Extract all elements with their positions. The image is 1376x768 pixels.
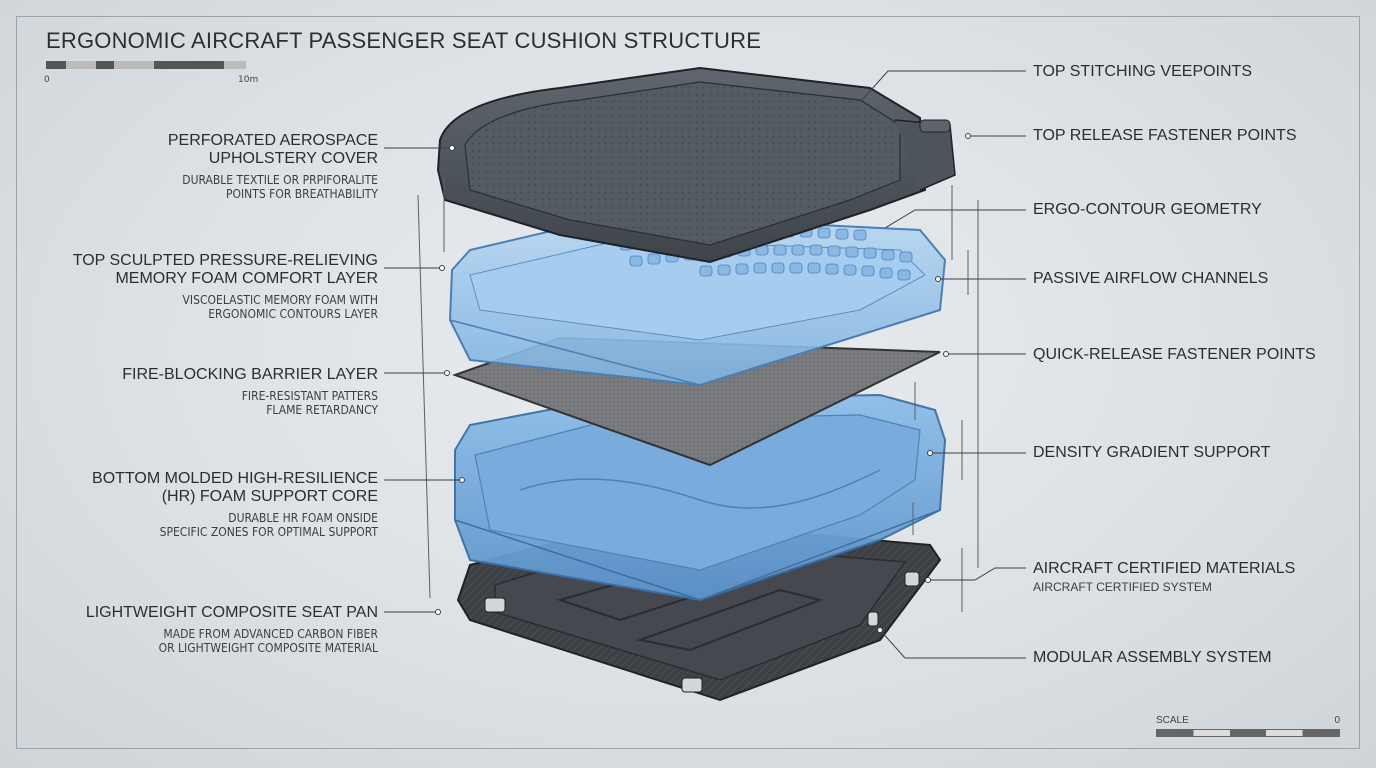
label-top-stitching: TOP STITCHING VEEPOINTS (1033, 63, 1252, 81)
label-line: ERGO-CONTOUR GEOMETRY (1033, 201, 1262, 218)
label-hr-foam: BOTTOM MOLDED HIGH-RESILIENCE(HR) FOAM S… (92, 470, 378, 539)
upholstery-cover (436, 66, 956, 264)
label-sub-line: AIRCRAFT CERTIFIED SYSTEM (1033, 580, 1212, 594)
frame-top-line (16, 16, 1360, 17)
left-leader-dots (435, 145, 465, 615)
label-modular-assembly: MODULAR ASSEMBLY SYSTEM (1033, 649, 1272, 667)
bottom-scale-end: 0 (1334, 715, 1340, 726)
right-leader-dots (877, 133, 971, 633)
dimension-lines (417, 178, 979, 612)
label-sub-line: VISCOELASTIC MEMORY FOAM WITH (182, 293, 378, 307)
label-line: TOP STITCHING VEEPOINTS (1033, 63, 1252, 80)
label-airflow-channels: PASSIVE AIRFLOW CHANNELS (1033, 270, 1268, 288)
frame-left-line (16, 16, 17, 749)
frame-right-line (1359, 16, 1360, 749)
label-line: LIGHTWEIGHT COMPOSITE SEAT PAN (85, 604, 378, 621)
label-line: TOP SCULPTED PRESSURE-RELIEVING (72, 252, 378, 269)
label-line: FIRE-BLOCKING BARRIER LAYER (122, 366, 378, 383)
top-scale-end: 10m (238, 75, 259, 85)
hr-foam-core (454, 393, 947, 602)
label-sub-line: DURABLE HR FOAM ONSIDE (228, 511, 378, 525)
label-line: MEMORY FOAM COMFORT LAYER (115, 270, 378, 287)
label-seat-pan: LIGHTWEIGHT COMPOSITE SEAT PAN MADE FROM… (86, 604, 378, 655)
label-sub-line: MADE FROM ADVANCED CARBON FIBER (163, 627, 378, 641)
label-quick-release-fastener: QUICK-RELEASE FASTENER POINTS (1033, 346, 1316, 364)
top-scale-start: 0 (44, 75, 50, 85)
label-top-release-fastener: TOP RELEASE FASTENER POINTS (1033, 127, 1296, 145)
label-sub-line: ERGONOMIC CONTOURS LAYER (208, 307, 378, 321)
label-sub-line: FLAME RETARDANCY (266, 403, 378, 417)
label-sub-line: OR LIGHTWEIGHT COMPOSITE MATERIAL (158, 641, 378, 655)
label-line: AIRCRAFT CERTIFIED MATERIALS (1033, 560, 1296, 577)
right-leader-lines (861, 70, 1026, 659)
label-line: DENSITY GRADIENT SUPPORT (1033, 444, 1271, 461)
label-sub-line: SPECIFIC ZONES FOR OPTIMAL SUPPORT (159, 525, 378, 539)
bottom-scale-label: SCALE (1156, 715, 1189, 726)
label-sub-line: FIRE-RESISTANT PATTERS (241, 389, 378, 403)
top-scale-bar (46, 61, 246, 69)
label-line: QUICK-RELEASE FASTENER POINTS (1033, 346, 1316, 363)
label-line: (HR) FOAM SUPPORT CORE (161, 488, 378, 505)
label-line: UPHOLSTERY COVER (208, 150, 378, 167)
bottom-scale: SCALE 0 (1156, 715, 1340, 737)
label-line: PERFORATED AEROSPACE (167, 132, 378, 149)
label-line: PASSIVE AIRFLOW CHANNELS (1033, 270, 1269, 287)
left-leader-lines (384, 147, 462, 613)
label-ergo-contour: ERGO-CONTOUR GEOMETRY (1033, 201, 1262, 219)
label-sub-line: DURABLE TEXTILE OR PRPIFORALITE (182, 173, 378, 187)
label-fire-barrier: FIRE-BLOCKING BARRIER LAYER FIRE-RESISTA… (122, 366, 378, 417)
label-certified-materials: AIRCRAFT CERTIFIED MATERIALS AIRCRAFT CE… (1033, 560, 1295, 594)
diagram-title: ERGONOMIC AIRCRAFT PASSENGER SEAT CUSHIO… (46, 28, 762, 53)
label-line: BOTTOM MOLDED HIGH-RESILIENCE (92, 470, 378, 487)
label-line: MODULAR ASSEMBLY SYSTEM (1033, 649, 1272, 666)
label-line: TOP RELEASE FASTENER POINTS (1033, 127, 1297, 144)
frame-bottom-line (16, 748, 1360, 749)
memory-foam-layer (448, 213, 947, 387)
bottom-scale-bar (1156, 729, 1340, 737)
label-sub-line: POINTS FOR BREATHABILITY (225, 187, 378, 201)
label-density-gradient: DENSITY GRADIENT SUPPORT (1033, 444, 1270, 462)
